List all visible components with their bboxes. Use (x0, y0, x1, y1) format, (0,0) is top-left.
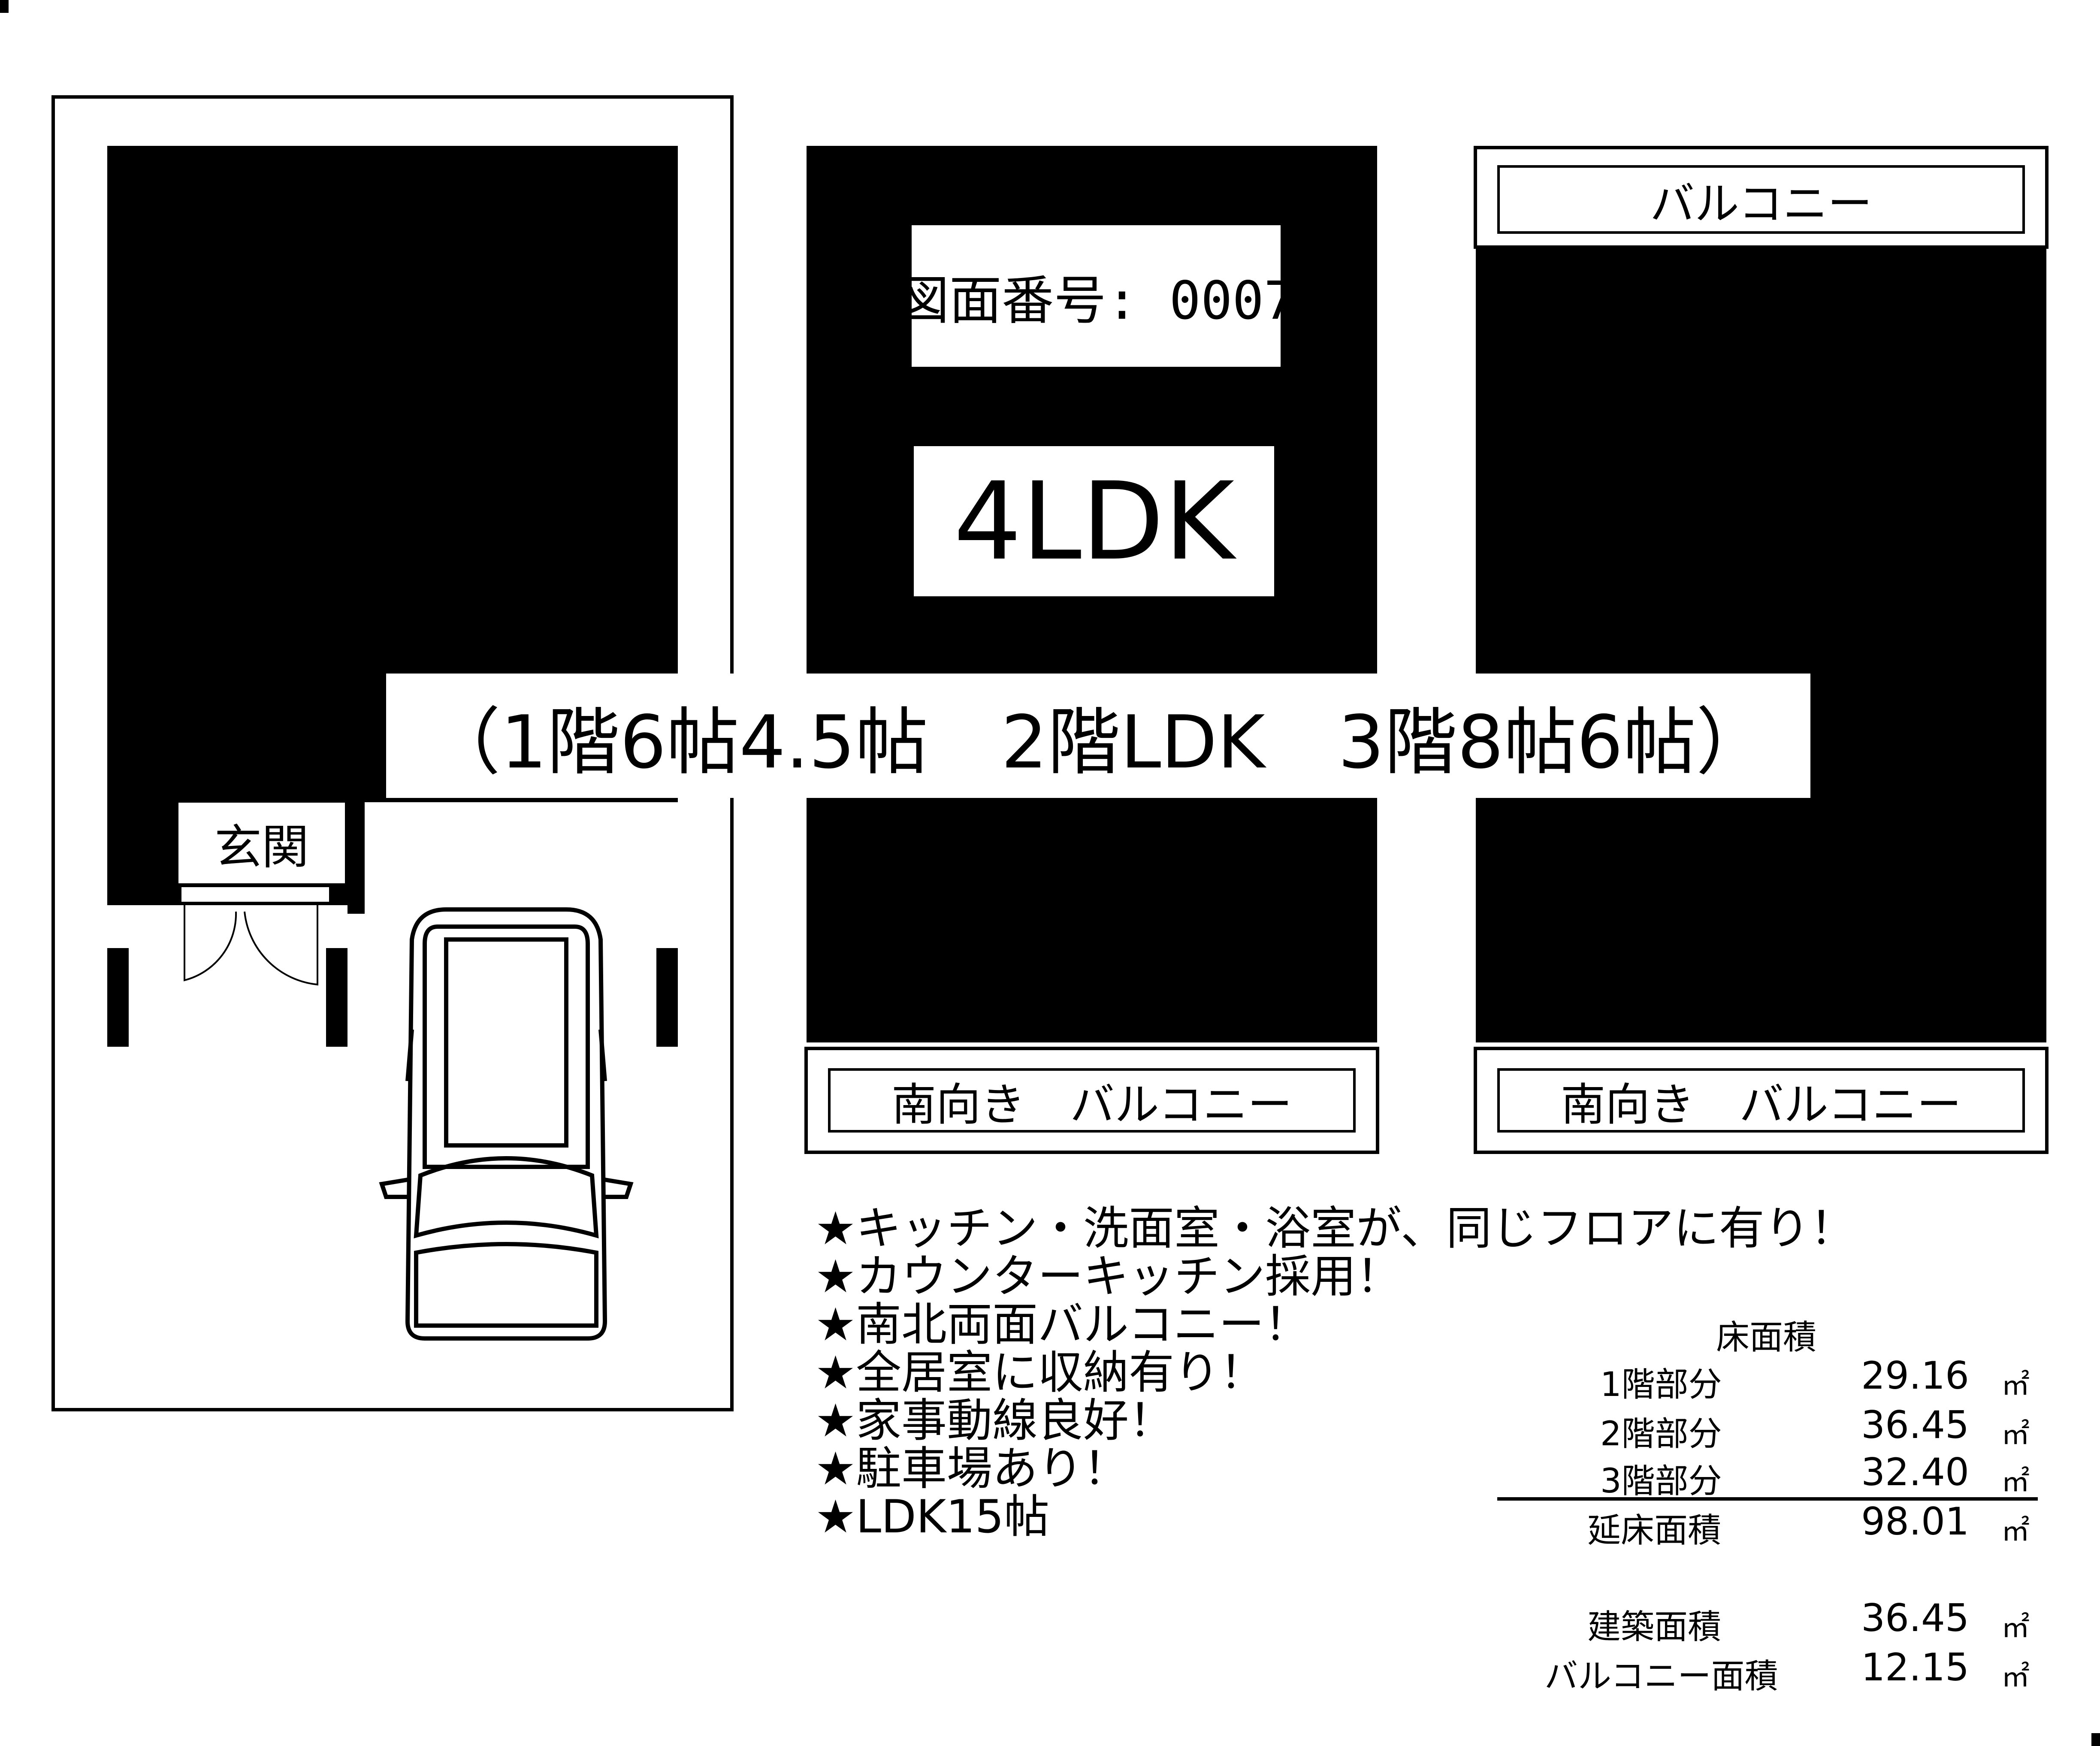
area-row-label: 1階部分 (1600, 1365, 1722, 1404)
feature-item: ★家事動線良好！ (815, 1394, 1175, 1447)
layout-type: 4LDK (914, 446, 1274, 596)
feature-item: ★LDK15帖 (815, 1490, 1050, 1543)
floor-1-notch-wall (347, 785, 365, 914)
balcony-area-value: 12.15 (1861, 1645, 1969, 1689)
feature-item: ★キッチン・洗面室・浴室が、同じフロアに有り！ (815, 1202, 1855, 1255)
area-unit: ㎡ (2001, 1611, 2030, 1644)
feature-item: ★全居室に収納有り！ (815, 1346, 1266, 1399)
area-unit: ㎡ (2001, 1418, 2030, 1451)
area-unit: ㎡ (2001, 1660, 2030, 1693)
building-area-label: 建築面積 (1587, 1608, 1722, 1646)
building-area-value: 36.45 (1861, 1596, 1969, 1640)
car-icon (373, 901, 639, 1347)
area-total-value: 98.01 (1861, 1499, 1969, 1544)
area-row-value: 32.40 (1861, 1450, 1969, 1494)
feature-item: ★駐車場あり！ (815, 1442, 1129, 1495)
corner-mark (2091, 1733, 2100, 1746)
area-row-label: 3階部分 (1600, 1462, 1722, 1501)
area-unit: ㎡ (2001, 1465, 2030, 1498)
area-unit: ㎡ (2001, 1514, 2030, 1547)
floor-3-top-balcony-label: バルコニー (1497, 165, 2025, 234)
feature-item: ★カウンターキッチン採用！ (815, 1250, 1402, 1303)
gate-post (107, 948, 129, 1047)
gate-post (656, 948, 678, 1047)
area-row-value: 36.45 (1861, 1403, 1969, 1447)
area-total-label: 延床面積 (1587, 1511, 1722, 1550)
area-total-divider (1497, 1497, 2038, 1501)
gate-post (326, 948, 347, 1047)
feature-item: ★南北両面バルコニー！ (815, 1298, 1310, 1351)
area-row-label: 2階部分 (1600, 1415, 1722, 1453)
balcony-area-label: バルコニー面積 (1544, 1657, 1778, 1696)
floor-2-balcony-label: 南向き バルコニー (828, 1068, 1356, 1133)
floor-3-plan (1476, 249, 2046, 1042)
area-table-title: 床面積 (1716, 1318, 1817, 1357)
entrance-label: 玄関 (176, 800, 347, 886)
floor-1-notch (347, 785, 678, 914)
rooms-summary: （1階6帖4.5帖 2階LDK 3階8帖6帖） (386, 674, 1810, 798)
area-unit: ㎡ (2001, 1368, 2030, 1402)
drawing-number: 図面番号: 0007 (897, 225, 1295, 367)
floor-3-balcony-label: 南向き バルコニー (1497, 1068, 2025, 1133)
entrance-door (179, 885, 332, 989)
corner-mark (0, 0, 9, 13)
area-row-value: 29.16 (1861, 1353, 1969, 1398)
